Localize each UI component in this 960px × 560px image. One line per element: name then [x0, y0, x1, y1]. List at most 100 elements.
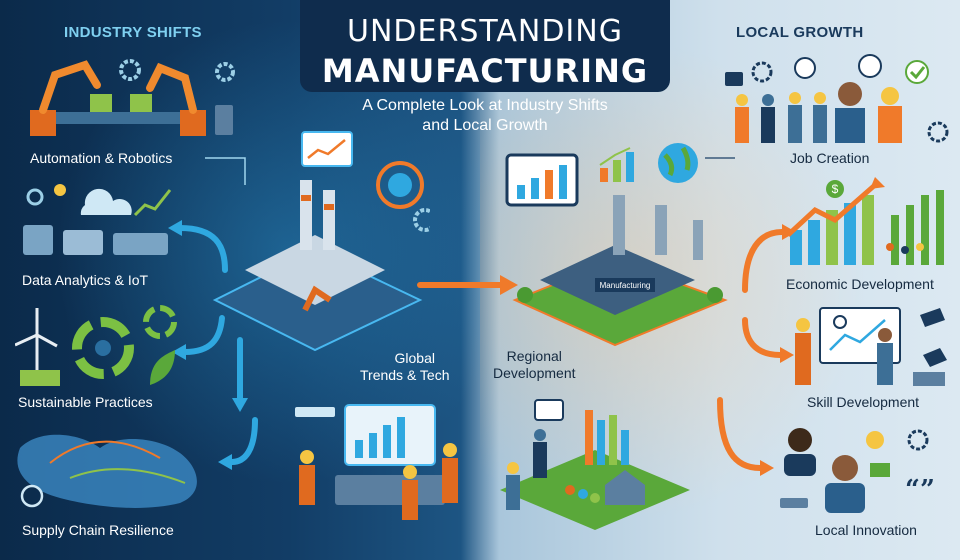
growth-bars-icon: [599, 147, 634, 182]
center-label-global-line2: Trends & Tech: [360, 367, 450, 383]
plant-icon: [20, 370, 60, 386]
label-job-creation: Job Creation: [790, 150, 870, 166]
label-local-innovation: Local Innovation: [815, 522, 917, 538]
arrow-blue-4: [229, 417, 258, 465]
chimney-icon: [613, 195, 625, 255]
arrow-blue-1: [177, 225, 228, 273]
people-icon: [735, 82, 902, 143]
workstation-illustration: [295, 404, 458, 520]
subtitle-line-1: A Complete Look at Industry Shifts: [362, 97, 608, 114]
worker-icon: [442, 443, 458, 503]
arrow-blue-1-head: [168, 220, 182, 236]
gear-icon: [833, 315, 847, 329]
economic-development-illustration: $: [786, 177, 944, 265]
label-data-analytics: Data Analytics & IoT: [22, 272, 149, 288]
town-illustration: [500, 399, 690, 530]
supply-chain-illustration: [17, 434, 197, 508]
chimney-icon: [323, 190, 335, 250]
center-label-global: Global Trends & Tech: [360, 350, 450, 384]
arrow-center-head: [500, 275, 518, 295]
recycle-icon: [72, 317, 134, 379]
tree-icon: [707, 287, 723, 303]
chimney-icon: [655, 205, 667, 255]
recycle-icon: [143, 305, 177, 339]
sustainable-illustration: [15, 305, 177, 386]
right-section-title: LOCAL GROWTH: [736, 24, 864, 41]
box-icon: [90, 94, 112, 112]
skill-development-illustration: [795, 307, 947, 386]
robot-arm-icon: [30, 60, 101, 136]
gear-icon: [927, 121, 949, 143]
conveyor-belt: [50, 112, 200, 124]
center-label-regional-line2: Development: [493, 365, 576, 381]
worker-icon: [795, 318, 811, 385]
robot-arm-icon: [146, 62, 206, 136]
left-section-title: INDUSTRY SHIFTS: [64, 24, 202, 41]
factory-sign-text: Manufacturing: [600, 281, 651, 290]
gear-icon: [907, 429, 929, 451]
laptop-icon: [780, 498, 808, 508]
lightbulb-icon: [866, 431, 884, 449]
leaf-icon: [150, 350, 175, 385]
chimney-icon: [693, 220, 703, 260]
graduation-cap-icon: [920, 308, 945, 327]
check-icon: [905, 60, 929, 84]
chimney-icon: [300, 180, 312, 250]
route-line: [69, 468, 186, 484]
box-icon: [130, 94, 152, 112]
worker-icon: [299, 450, 315, 505]
town-ground: [500, 450, 690, 530]
title-card: UNDERSTANDING MANUFACTURING: [300, 0, 670, 92]
globe-icon: [376, 161, 424, 209]
data-analytics-illustration: [23, 184, 172, 255]
arrow-orange-3-head: [760, 460, 774, 476]
person-icon: [825, 455, 865, 513]
route-line: [49, 440, 161, 464]
trend-line-icon: [133, 189, 172, 217]
center-label-regional: Regional Development: [493, 348, 576, 382]
machine-icon: [63, 230, 103, 255]
growth-arrow-icon: [786, 183, 877, 237]
globe-icon: [658, 143, 698, 183]
tree-icon: [517, 287, 533, 303]
subtitle: A Complete Look at Industry Shifts and L…: [310, 96, 660, 136]
gear-icon: [119, 59, 141, 81]
lightbulb-icon: [54, 184, 66, 196]
regional-factory-illustration: Manufacturing: [505, 153, 728, 347]
green-arrows-icon: [891, 190, 944, 265]
chart-icon: [870, 463, 890, 477]
connector-1: [205, 157, 246, 185]
gear-icon: [215, 62, 235, 82]
svg-text:$: $: [832, 182, 839, 196]
gear-icon: [751, 61, 773, 83]
globe-core: [388, 173, 412, 197]
house-icon: [605, 470, 645, 505]
graduation-cap-icon: [923, 348, 947, 367]
label-sustainable: Sustainable Practices: [18, 394, 153, 410]
label-automation: Automation & Robotics: [30, 150, 173, 166]
arrow-orange-2: [742, 317, 783, 358]
dollar-icon: [826, 180, 844, 198]
arrow-blue-4-head: [218, 454, 232, 470]
center-label-regional-line1: Regional: [506, 348, 562, 364]
person-bubble-icon: [794, 57, 816, 79]
arrow-blue-2: [182, 315, 225, 355]
arrow-orange-2-head: [780, 347, 794, 363]
arrow-orange-3: [717, 397, 763, 471]
local-innovation-illustration: “”: [780, 428, 935, 513]
job-creation-illustration: [725, 54, 949, 143]
subtitle-line-2: and Local Growth: [422, 117, 548, 134]
server-icon: [23, 225, 53, 255]
globe-icon: [20, 484, 44, 508]
chat-bubble-icon: [534, 399, 564, 421]
briefcase-icon: [725, 72, 743, 86]
factory-sign: [595, 278, 655, 292]
worker-icon: [533, 429, 547, 478]
control-panel-icon: [215, 105, 233, 135]
gear-icon: [413, 208, 430, 232]
automation-illustration: [30, 59, 235, 136]
person-icon: [784, 428, 816, 476]
books-icon: [913, 372, 945, 386]
